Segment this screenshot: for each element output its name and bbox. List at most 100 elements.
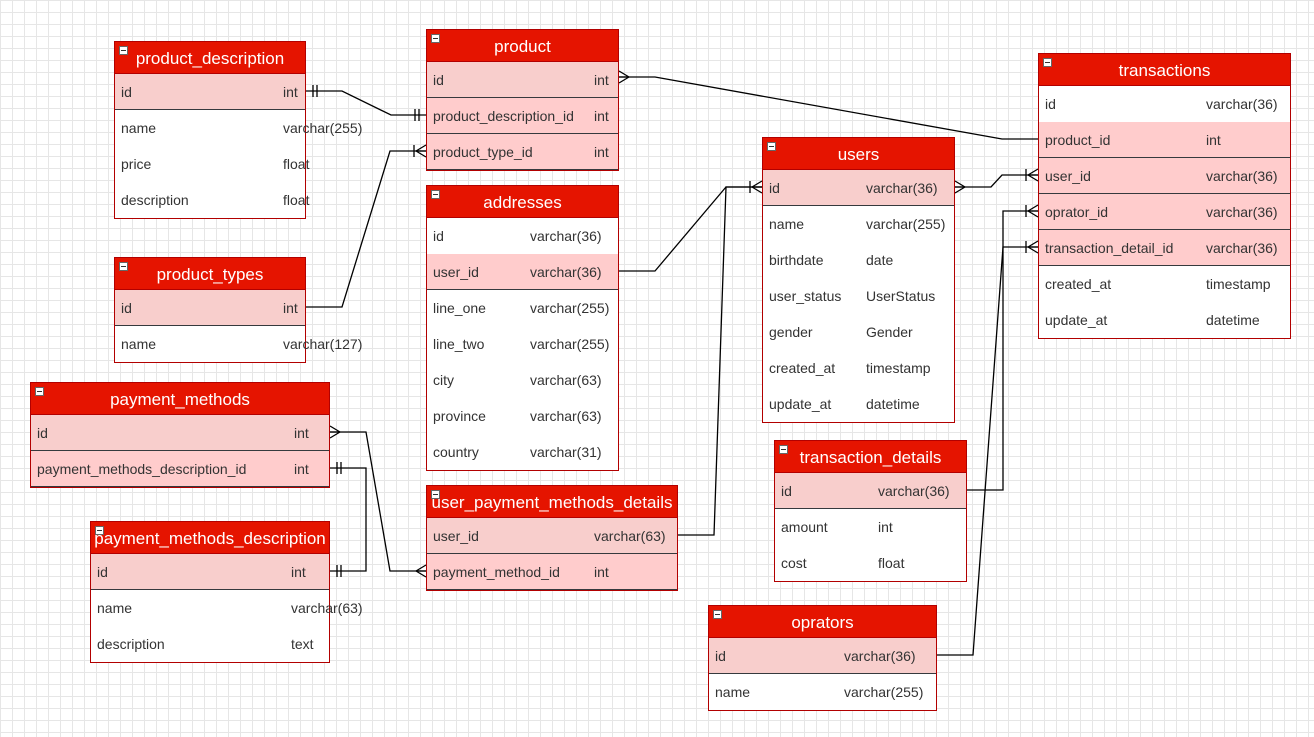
column-name: gender	[769, 324, 813, 340]
table-header[interactable]: user_payment_methods_details	[427, 486, 677, 518]
collapse-icon[interactable]	[713, 610, 722, 619]
column-type: UserStatus	[866, 288, 936, 304]
column-name: created_at	[769, 360, 836, 376]
collapse-icon[interactable]	[119, 262, 128, 271]
table-header[interactable]: product	[427, 30, 618, 62]
column-type: date	[866, 252, 894, 268]
collapse-icon[interactable]	[95, 526, 104, 535]
column-name: name	[769, 216, 805, 232]
collapse-icon[interactable]	[767, 142, 776, 151]
column-type: int	[594, 144, 609, 160]
column-type: timestamp	[866, 360, 931, 376]
collapse-icon[interactable]	[431, 490, 440, 499]
one-marker	[336, 462, 342, 474]
table-header[interactable]: payment_methods_description	[91, 522, 329, 554]
table-header[interactable]: addresses	[427, 186, 618, 218]
collapse-icon[interactable]	[1043, 58, 1052, 67]
column-type: varchar(36)	[1206, 168, 1278, 184]
relationship-line	[306, 150, 426, 308]
many-marker	[954, 180, 966, 194]
column-name: line_two	[433, 336, 485, 352]
column-type: int	[594, 108, 609, 124]
column-type: float	[283, 156, 310, 172]
column-name: payment_methods_description_id	[37, 461, 247, 477]
table-header[interactable]: transactions	[1039, 54, 1290, 86]
column-name: id	[769, 180, 780, 196]
table-header[interactable]: product_types	[115, 258, 305, 290]
collapse-icon[interactable]	[779, 445, 788, 454]
table-header[interactable]: product_description	[115, 42, 305, 74]
relationship-line	[678, 186, 762, 536]
column-row[interactable]: created_at timestamp	[763, 350, 954, 386]
column-type: varchar(63)	[594, 528, 666, 544]
collapse-icon[interactable]	[119, 46, 128, 55]
column-type: varchar(36)	[1206, 240, 1278, 256]
table-header[interactable]: payment_methods	[31, 383, 329, 415]
column-type: int	[594, 72, 609, 88]
column-type: timestamp	[1206, 276, 1271, 292]
column-type: int	[294, 425, 309, 441]
column-type: varchar(36)	[1206, 204, 1278, 220]
collapse-icon[interactable]	[431, 34, 440, 43]
table-header[interactable]: transaction_details	[775, 441, 966, 473]
many-marker	[415, 564, 427, 578]
table-header[interactable]: oprators	[709, 606, 936, 638]
collapse-icon[interactable]	[35, 387, 44, 396]
table-header[interactable]: users	[763, 138, 954, 170]
collapse-icon[interactable]	[431, 190, 440, 199]
table-title: user_payment_methods_details	[431, 493, 673, 512]
